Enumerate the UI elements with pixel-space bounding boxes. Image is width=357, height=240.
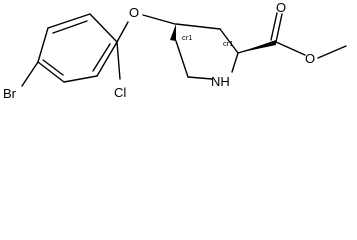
bond-ring-c (96, 41, 118, 77)
bond-c-o-double-1 (275, 13, 283, 43)
bond-ring-d (63, 75, 98, 83)
bond-ring-double-3 (42, 59, 64, 76)
wedge-bond-c2 (238, 40, 276, 53)
bond-c2-n (231, 52, 239, 73)
bond-ring-a (47, 13, 91, 29)
alkoxy-oxygen-atom-label: O (305, 51, 315, 66)
bond-c-o-ether (116, 21, 129, 43)
ether-oxygen-atom-label: O (129, 5, 139, 20)
bond-c-br (21, 61, 39, 87)
bond-n-c5 (187, 76, 213, 80)
wedge-bond-c4 (170, 24, 176, 41)
bond-ring-double-2 (92, 43, 111, 72)
bond-c-o-single (275, 41, 306, 56)
bond-c4-c3 (175, 23, 221, 30)
bond-o-c4 (142, 14, 176, 25)
bond-c-o-double-2 (270, 12, 278, 41)
benzene-ring (37, 13, 118, 83)
ring-nitrogen-atom-label: NH (211, 74, 230, 89)
carbonyl-oxygen-atom-label: O (276, 0, 286, 15)
bond-ring-f (37, 27, 49, 63)
bond-o-methyl (317, 45, 347, 59)
bond-ring-e (37, 61, 65, 83)
stereo-label-c4: cr1 (182, 33, 192, 42)
bond-ring-double-1 (52, 20, 88, 34)
bromine-atom-label: Br (3, 86, 17, 101)
bond-ring-b (89, 13, 118, 43)
stereo-label-c2: cr1 (223, 39, 233, 48)
bond-c5-c4 (175, 40, 189, 78)
chemical-structure-figure: Br Cl O NH O O cr1 cr1 (0, 0, 357, 105)
structure-drawing: Br Cl O NH O O cr1 cr1 (3, 0, 347, 101)
pyrrolidine-ring (175, 23, 239, 80)
chlorine-atom-label: Cl (114, 85, 126, 100)
bond-c-cl (116, 41, 121, 80)
bond-c3-c2 (219, 28, 239, 54)
